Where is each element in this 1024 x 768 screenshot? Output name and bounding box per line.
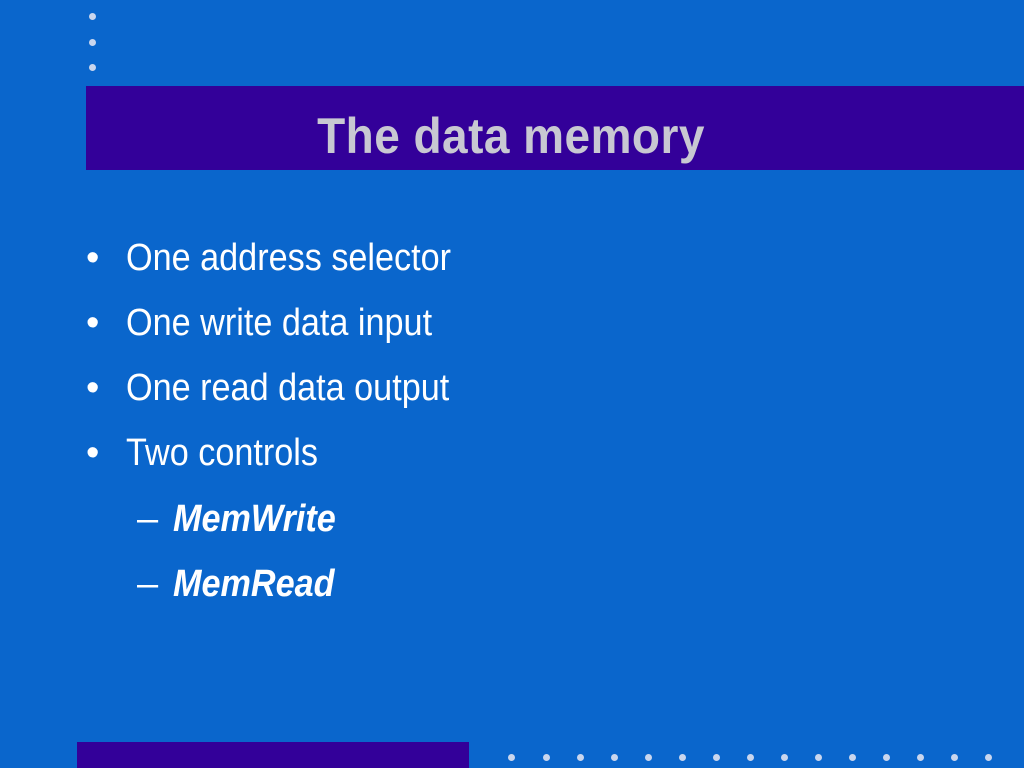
sub-bullet-marker: – (137, 498, 159, 540)
bullet-text: Two controls (126, 432, 318, 474)
sub-bullet-marker: – (137, 563, 159, 605)
bullet-marker: • (86, 237, 100, 279)
bottom-band (77, 742, 469, 768)
decorative-dot (815, 754, 822, 761)
title-band: The data memory (86, 86, 1024, 170)
decorative-dot (713, 754, 720, 761)
decorative-dot (508, 754, 515, 761)
bullet-text: One write data input (126, 302, 433, 344)
bullet-marker: • (86, 432, 100, 474)
decorative-dot (951, 754, 958, 761)
decorative-dot (89, 64, 96, 71)
sub-bullet-item: MemWrite (173, 497, 354, 541)
bullet-text: One read data output (126, 367, 450, 409)
decorative-dot (917, 754, 924, 761)
decorative-dot (883, 754, 890, 761)
decorative-dot (89, 39, 96, 46)
decorative-dot (679, 754, 686, 761)
bullet-marker: • (86, 367, 100, 409)
bullet-marker: • (86, 302, 100, 344)
slide-title: The data memory (317, 108, 705, 164)
decorative-dot (849, 754, 856, 761)
bullet-text: One address selector (126, 237, 452, 279)
sub-bullet-text: MemRead (173, 563, 335, 605)
bullet-item: Two controls (126, 431, 339, 475)
decorative-dot (89, 13, 96, 20)
decorative-dot (577, 754, 584, 761)
decorative-dot (747, 754, 754, 761)
sub-bullet-text: MemWrite (173, 498, 336, 540)
decorative-dot (985, 754, 992, 761)
decorative-dot (611, 754, 618, 761)
decorative-dot (543, 754, 550, 761)
sub-bullet-item: MemRead (173, 562, 353, 606)
bullet-item: One address selector (126, 236, 487, 280)
decorative-dot (781, 754, 788, 761)
bullet-item: One write data input (126, 301, 466, 345)
decorative-dot (645, 754, 652, 761)
bullet-item: One read data output (126, 366, 485, 410)
